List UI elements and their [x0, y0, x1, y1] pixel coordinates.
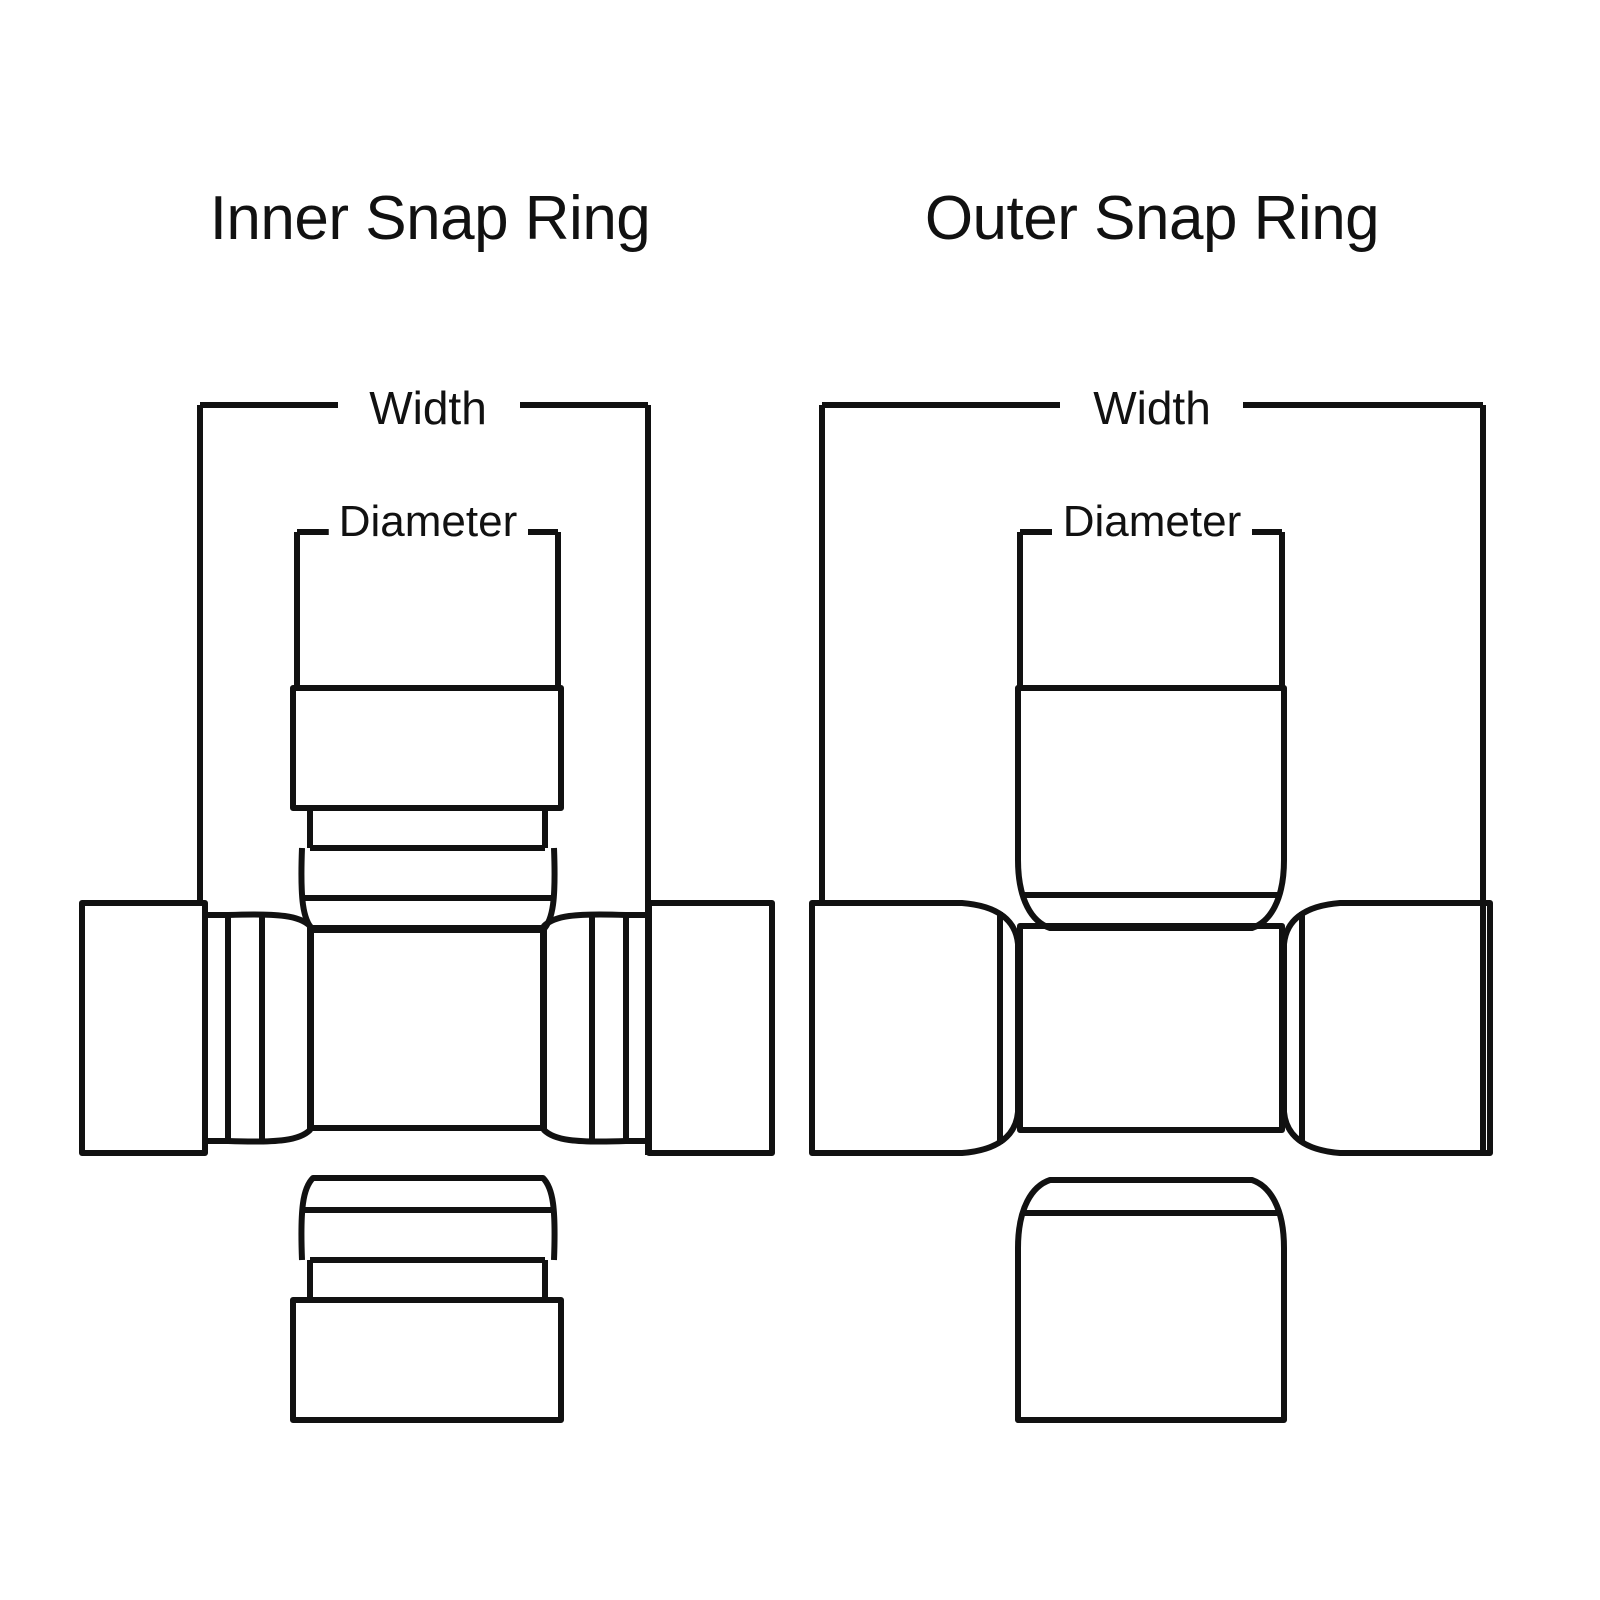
diameter-dimension-label-outer: Diameter — [1052, 497, 1252, 547]
top-bearing-cap-inner — [290, 685, 564, 933]
outer-snap-ring-joint — [809, 402, 1493, 1423]
diameter-dimension-label-inner: Diameter — [328, 497, 528, 547]
center-hub-inner — [308, 925, 546, 1131]
panel-title-inner-snap-ring: Inner Snap Ring — [209, 184, 651, 253]
left-bearing-cap-inner — [79, 900, 313, 1156]
diameter-bracket-left — [294, 529, 561, 690]
width-dimension-label-outer: Width — [1083, 381, 1221, 435]
bottom-bearing-cap-outer — [1015, 1177, 1287, 1423]
left-bearing-cap-outer — [809, 900, 1021, 1156]
inner-snap-ring-joint — [79, 402, 775, 1423]
panel-title-outer-snap-ring: Outer Snap Ring — [924, 184, 1380, 253]
right-bearing-cap-outer — [1281, 900, 1493, 1156]
right-bearing-cap-inner — [541, 900, 775, 1156]
top-bearing-cap-outer — [1015, 685, 1287, 931]
diameter-bracket-right — [1017, 529, 1285, 690]
bottom-bearing-cap-inner — [290, 1175, 564, 1423]
width-bracket-right — [819, 402, 1486, 1150]
center-hub-outer — [1017, 923, 1285, 1133]
width-dimension-label-inner: Width — [359, 381, 497, 435]
